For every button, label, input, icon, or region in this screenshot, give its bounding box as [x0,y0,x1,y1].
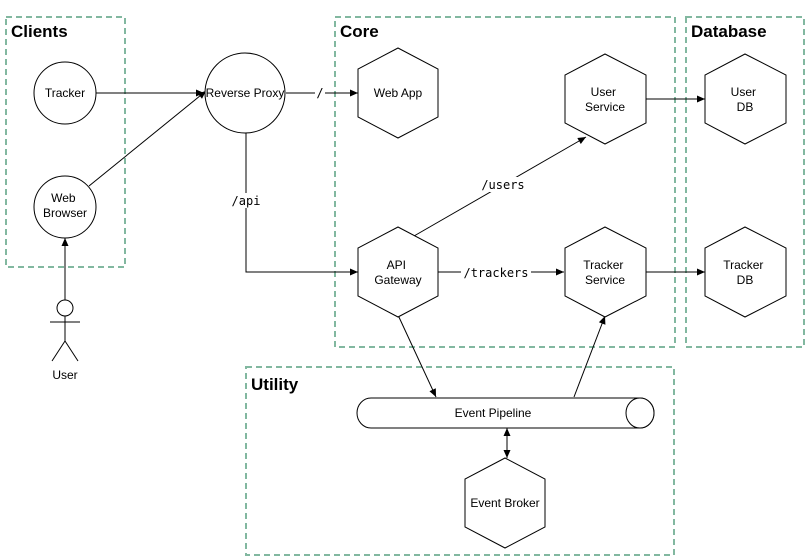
tracker-db-node: Tracker DB [704,226,787,318]
tracker-service-label-line1: Tracker [583,258,623,272]
web-app-node: Web App [357,47,439,139]
event-broker-label: Event Broker [470,496,539,510]
database-group: Database [685,16,805,348]
user-label: User [52,368,77,382]
tracker-db-label-line1: Tracker [723,258,763,272]
tracker-db-shape [704,226,787,318]
database-zone [685,16,805,348]
tracker-db-label-line2: DB [737,273,754,287]
core-group: Core [334,16,676,348]
user-actor-left-leg [51,340,66,362]
web-browser-label-line1: Web [51,191,76,205]
user-actor-right-leg [64,340,79,362]
user-db-label-line2: DB [737,100,754,114]
utility-group-label: Utility [251,375,299,394]
utility-group: Utility [245,366,675,556]
tracker-service-node: Tracker Service [564,226,647,318]
web-browser-shape [33,175,97,239]
reverse-proxy-node: Reverse Proxy [204,52,286,134]
api-gateway-shape [357,226,439,318]
event-broker-node: Event Broker [464,457,546,549]
api-gateway-label-line1: API [387,258,406,272]
edge-pipeline-to-tracker-service [573,315,606,398]
core-zone [334,16,676,348]
event-pipeline-node: Event Pipeline [356,397,655,429]
tracker-service-label-line2: Service [585,273,625,287]
edge-browser-to-proxy [88,90,207,187]
edge-labels: / /api /users /trackers [229,86,531,280]
user-db-label-line1: User [731,85,756,99]
web-app-label: Web App [374,86,423,100]
api-gateway-label: API Gateway [374,258,421,287]
tracker-label: Tracker [45,86,85,100]
event-pipeline-end-cap [625,397,655,429]
user-db-shape [704,53,787,145]
reverse-proxy-label: Reverse Proxy [206,86,285,100]
tracker-service-label: Tracker Service [583,258,627,287]
web-browser-label-line2: Browser [43,206,87,220]
clients-zone [5,16,126,268]
api-gateway-label-line2: Gateway [374,273,421,287]
user-db-label: User DB [731,85,760,114]
user-actor: User [50,299,80,382]
user-service-label-line2: Service [585,100,625,114]
event-broker-shape [464,457,546,549]
reverse-proxy-shape [204,52,286,134]
tracker-service-shape [564,226,647,318]
database-group-label: Database [691,22,767,41]
edge-gateway-to-pipeline [397,314,437,398]
user-service-shape [564,53,647,145]
edge-label-root: / [316,86,323,100]
edge-label-trackers: /trackers [463,266,528,280]
web-app-shape [357,47,439,139]
user-service-label-line1: User [591,85,616,99]
user-actor-head [56,299,74,317]
user-service-label: User Service [585,85,625,114]
api-gateway-node: API Gateway [357,226,439,318]
clients-group-label: Clients [11,22,68,41]
web-browser-node: Web Browser [33,175,97,239]
tracker-shape [33,61,97,125]
edge-proxy-to-gateway [245,133,358,276]
event-pipeline-label: Event Pipeline [455,406,532,420]
tracker-db-label: Tracker DB [723,258,767,287]
user-db-node: User DB [704,53,787,145]
edge-label-users: /users [481,178,524,192]
edge-label-api: /api [232,194,261,208]
clients-group: Clients [5,16,126,268]
core-group-label: Core [340,22,379,41]
web-browser-label: Web Browser [43,191,87,220]
tracker-node: Tracker [33,61,97,125]
user-service-node: User Service [564,53,647,145]
utility-zone [245,366,675,556]
